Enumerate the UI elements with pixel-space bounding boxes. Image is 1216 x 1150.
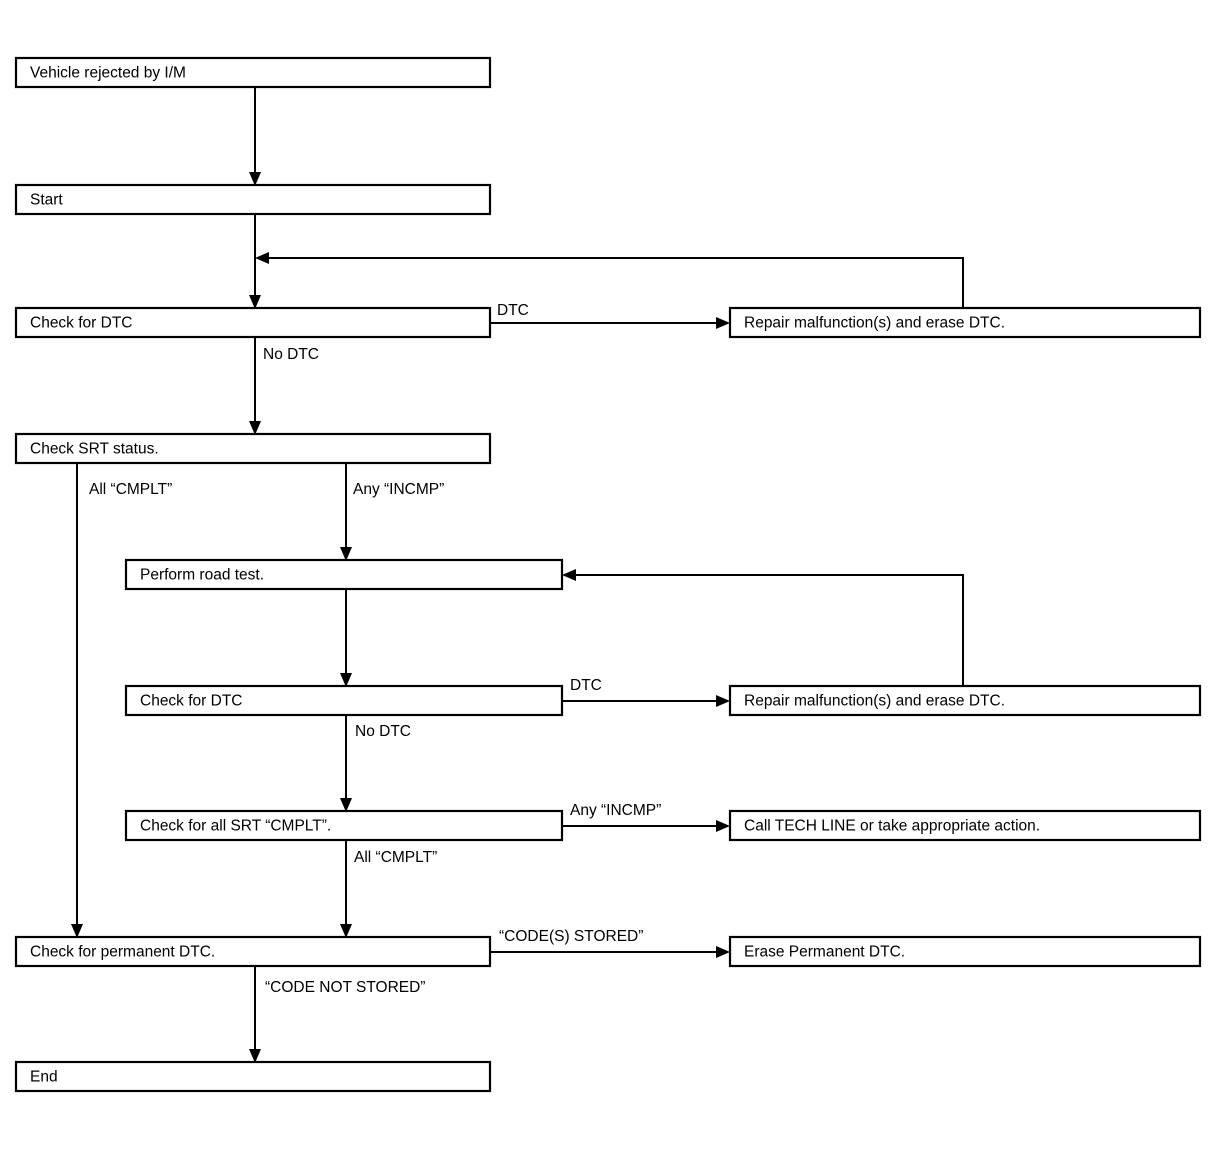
node-vehicle-rejected[interactable]: Vehicle rejected by I/M (14, 56, 492, 89)
arrow-checkdtc1-to-repair1 (716, 317, 730, 329)
node-check-srt[interactable]: Check SRT status. (14, 432, 492, 465)
node-start[interactable]: Start (14, 183, 492, 216)
node-end[interactable]: End (14, 1060, 492, 1093)
node-box-end (14, 1060, 492, 1093)
edge-label-all-cmplt-1: All “CMPLT” (89, 481, 172, 498)
edge-label-any-incmp-1: Any “INCMP” (353, 481, 444, 498)
edge-repair2-feedback (570, 574, 964, 686)
edge-label-no-dtc-2: No DTC (355, 723, 411, 740)
edge-label-no-dtc-1: No DTC (263, 346, 319, 363)
arrow-vehicle-to-start (249, 172, 261, 186)
node-label-check-dtc-1: Check for DTC (30, 315, 133, 332)
node-repair-2[interactable]: Repair malfunction(s) and erase DTC. (728, 684, 1202, 717)
node-check-dtc-2[interactable]: Check for DTC (124, 684, 564, 717)
node-box-road-test (124, 558, 564, 591)
node-erase-perm-dtc[interactable]: Erase Permanent DTC. (728, 935, 1202, 968)
arrow-allsrt-to-permdtc (340, 924, 352, 938)
node-check-all-srt[interactable]: Check for all SRT “CMPLT”. (124, 809, 564, 842)
arrow-checkdtc2-to-allsrt (340, 798, 352, 812)
node-label-call-tech-line: Call TECH LINE or take appropriate actio… (744, 818, 1040, 835)
edge-label-any-incmp-2: Any “INCMP” (570, 802, 661, 819)
arrow-start-to-checkdtc1 (249, 295, 261, 309)
flow-connectors (71, 87, 964, 1063)
node-box-check-srt (14, 432, 492, 465)
node-box-repair-1 (728, 306, 1202, 339)
arrow-allsrt-to-techline (716, 820, 730, 832)
node-box-call-tech-line (728, 809, 1202, 842)
node-label-vehicle-rejected: Vehicle rejected by I/M (30, 65, 186, 82)
node-box-check-dtc-1 (14, 306, 492, 339)
node-box-check-dtc-2 (124, 684, 564, 717)
edge-label-code-not-stored: “CODE NOT STORED” (265, 979, 425, 996)
edge-label-codes-stored: “CODE(S) STORED” (499, 928, 643, 945)
node-label-check-perm-dtc: Check for permanent DTC. (30, 944, 215, 961)
arrow-repair2-feedback (562, 569, 576, 581)
arrow-checksrt-to-roadtest (340, 547, 352, 561)
flow-edge-labels: DTC No DTC All “CMPLT” Any “INCMP” DTC N… (89, 302, 661, 996)
node-box-check-all-srt (124, 809, 564, 842)
node-box-repair-2 (728, 684, 1202, 717)
node-label-check-dtc-2: Check for DTC (140, 693, 243, 710)
node-label-check-srt: Check SRT status. (30, 441, 159, 458)
arrow-roadtest-to-checkdtc2 (340, 673, 352, 687)
arrow-permdtc-to-end (249, 1049, 261, 1063)
node-label-repair-1: Repair malfunction(s) and erase DTC. (744, 315, 1005, 332)
flow-nodes: Vehicle rejected by I/M Start Check for … (14, 56, 1202, 1093)
edge-repair1-feedback (263, 257, 964, 308)
node-repair-1[interactable]: Repair malfunction(s) and erase DTC. (728, 306, 1202, 339)
node-check-perm-dtc[interactable]: Check for permanent DTC. (14, 935, 492, 968)
arrow-checkdtc1-to-checksrt (249, 421, 261, 435)
node-label-end: End (30, 1069, 58, 1086)
arrow-checkdtc2-to-repair2 (716, 695, 730, 707)
edge-label-dtc-2: DTC (570, 677, 602, 694)
arrow-checksrt-bypass-left (71, 924, 83, 938)
edge-label-dtc-1: DTC (497, 302, 529, 319)
node-label-repair-2: Repair malfunction(s) and erase DTC. (744, 693, 1005, 710)
node-call-tech-line[interactable]: Call TECH LINE or take appropriate actio… (728, 809, 1202, 842)
node-box-start (14, 183, 492, 216)
node-label-road-test: Perform road test. (140, 567, 264, 584)
node-check-dtc-1[interactable]: Check for DTC (14, 306, 492, 339)
node-box-erase-perm-dtc (728, 935, 1202, 968)
node-label-check-all-srt: Check for all SRT “CMPLT”. (140, 818, 331, 835)
node-label-start: Start (30, 192, 63, 209)
node-box-vehicle-rejected (14, 56, 492, 89)
node-label-erase-perm-dtc: Erase Permanent DTC. (744, 944, 905, 961)
node-road-test[interactable]: Perform road test. (124, 558, 564, 591)
node-box-check-perm-dtc (14, 935, 492, 968)
arrow-permdtc-to-erase (716, 946, 730, 958)
edge-label-all-cmplt-2: All “CMPLT” (354, 849, 437, 866)
arrow-repair1-feedback (255, 252, 269, 264)
